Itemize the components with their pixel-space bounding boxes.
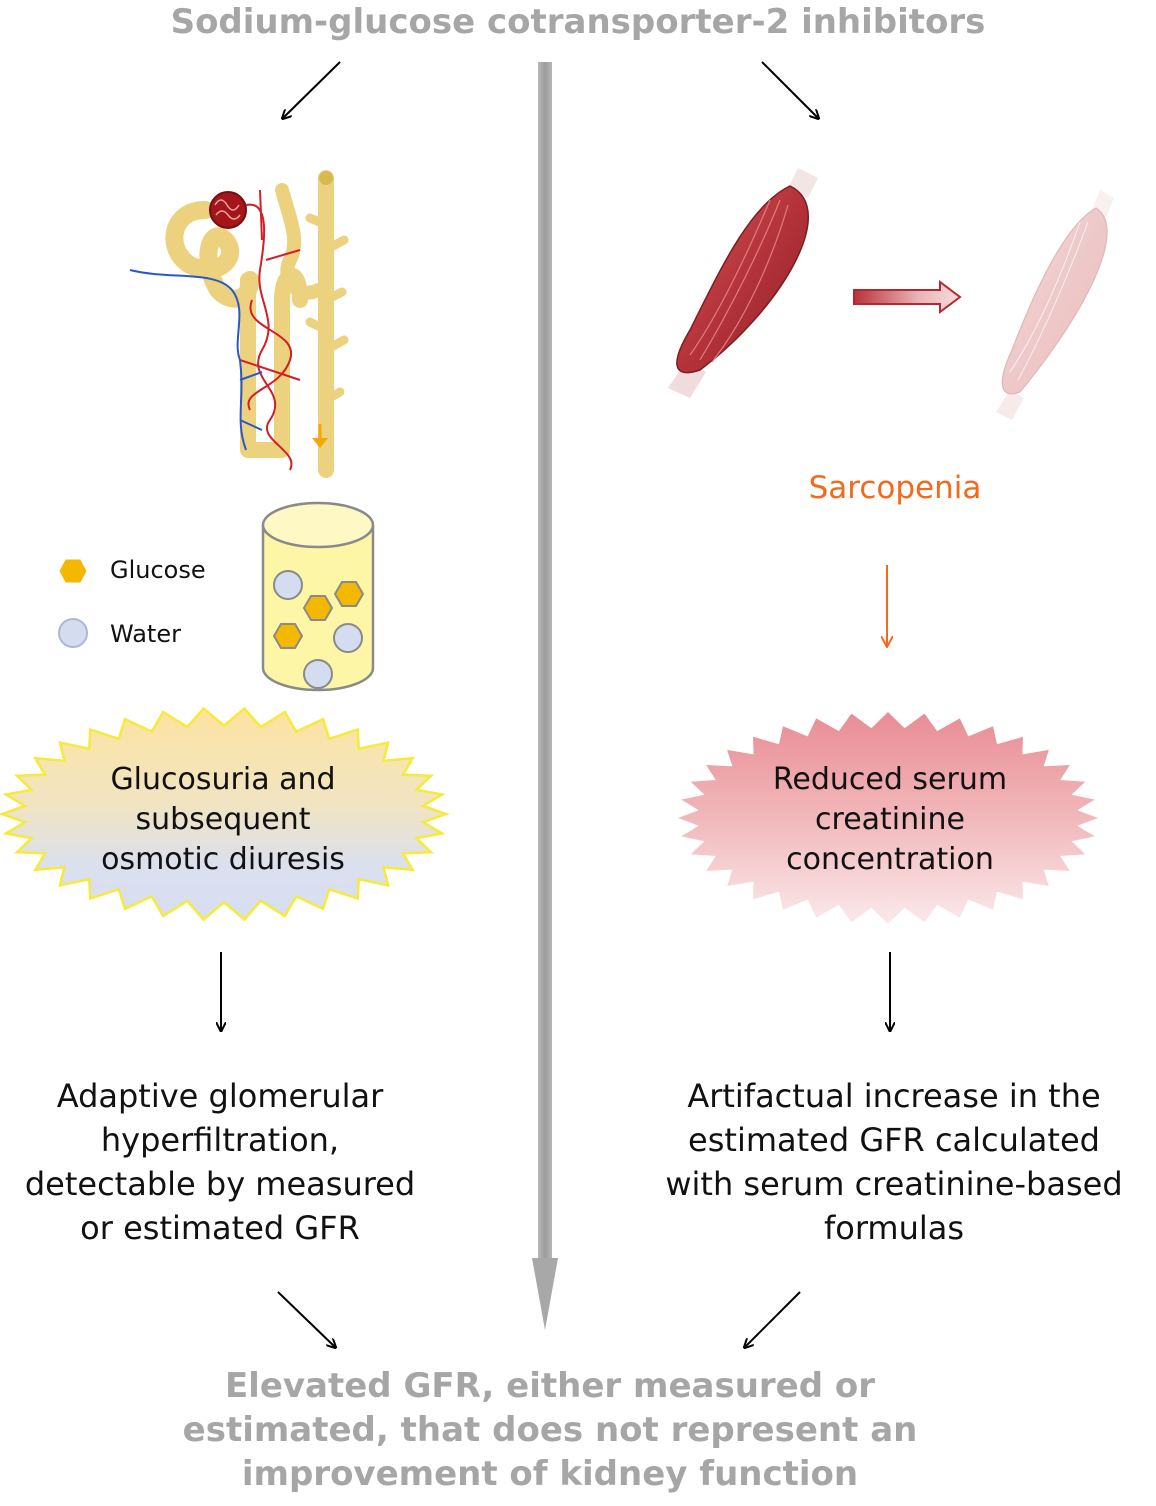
- atrophied-muscle-icon: [996, 190, 1114, 420]
- right-result-line: with serum creatinine-based: [665, 1165, 1123, 1203]
- healthy-muscle-icon: [668, 168, 818, 398]
- left-burst-text: Glucosuria and subsequent osmotic diures…: [40, 760, 406, 880]
- left-burst-line: subsequent: [135, 802, 311, 837]
- right-burst-text: Reduced serum creatinine concentration: [710, 760, 1070, 880]
- conclusion-line: improvement of kidney function: [241, 1454, 859, 1494]
- arrow-top-right: [761, 61, 818, 118]
- arrow-bottom-left: [277, 1291, 335, 1347]
- glucose-molecule: [302, 595, 334, 621]
- right-burst-line: creatinine: [815, 802, 965, 837]
- legend-glucose-label: Glucose: [110, 556, 206, 584]
- right-burst-line: Reduced serum: [772, 762, 1008, 797]
- legend-water-label: Water: [110, 620, 181, 648]
- legend-glucose-icon: [59, 559, 87, 583]
- right-result-line: formulas: [823, 1209, 965, 1247]
- right-result-text: Artifactual increase in the estimated GF…: [640, 1074, 1148, 1250]
- left-result-text: Adaptive glomerular hyperfiltration, det…: [10, 1074, 430, 1250]
- right-burst-shape: [678, 712, 1098, 924]
- glucose-molecule: [272, 623, 304, 649]
- water-molecule: [273, 570, 303, 600]
- nephron-illustration: [129, 170, 349, 478]
- water-molecule: [303, 659, 333, 689]
- conclusion-text: Elevated GFR, either measured or estimat…: [150, 1364, 950, 1496]
- arrow-top-left: [283, 61, 341, 118]
- left-result-line: hyperfiltration,: [100, 1121, 340, 1159]
- glucose-molecule: [333, 581, 365, 607]
- conclusion-line: estimated, that does not represent an: [182, 1410, 918, 1450]
- water-molecule: [333, 623, 363, 653]
- center-divider-arrow: [532, 62, 558, 1330]
- right-result-line: Artifactual increase in the: [687, 1077, 1101, 1115]
- left-result-line: detectable by measured: [24, 1165, 416, 1203]
- legend-water-icon: [58, 618, 88, 648]
- muscle-loss-arrow: [853, 280, 962, 314]
- diagram-title: Sodium-glucose cotransporter-2 inhibitor…: [170, 2, 986, 42]
- conclusion-line: Elevated GFR, either measured or: [224, 1366, 876, 1406]
- left-burst-line: osmotic diuresis: [101, 842, 345, 877]
- left-result-line: Adaptive glomerular: [56, 1077, 384, 1115]
- left-burst-line: Glucosuria and: [110, 762, 336, 797]
- arrow-bottom-right: [745, 1291, 801, 1347]
- left-burst-shape: [0, 706, 450, 922]
- right-burst-line: concentration: [786, 842, 994, 877]
- left-result-line: or estimated GFR: [80, 1209, 360, 1247]
- right-result-line: estimated GFR calculated: [688, 1121, 1100, 1159]
- sarcopenia-label: Sarcopenia: [808, 470, 982, 506]
